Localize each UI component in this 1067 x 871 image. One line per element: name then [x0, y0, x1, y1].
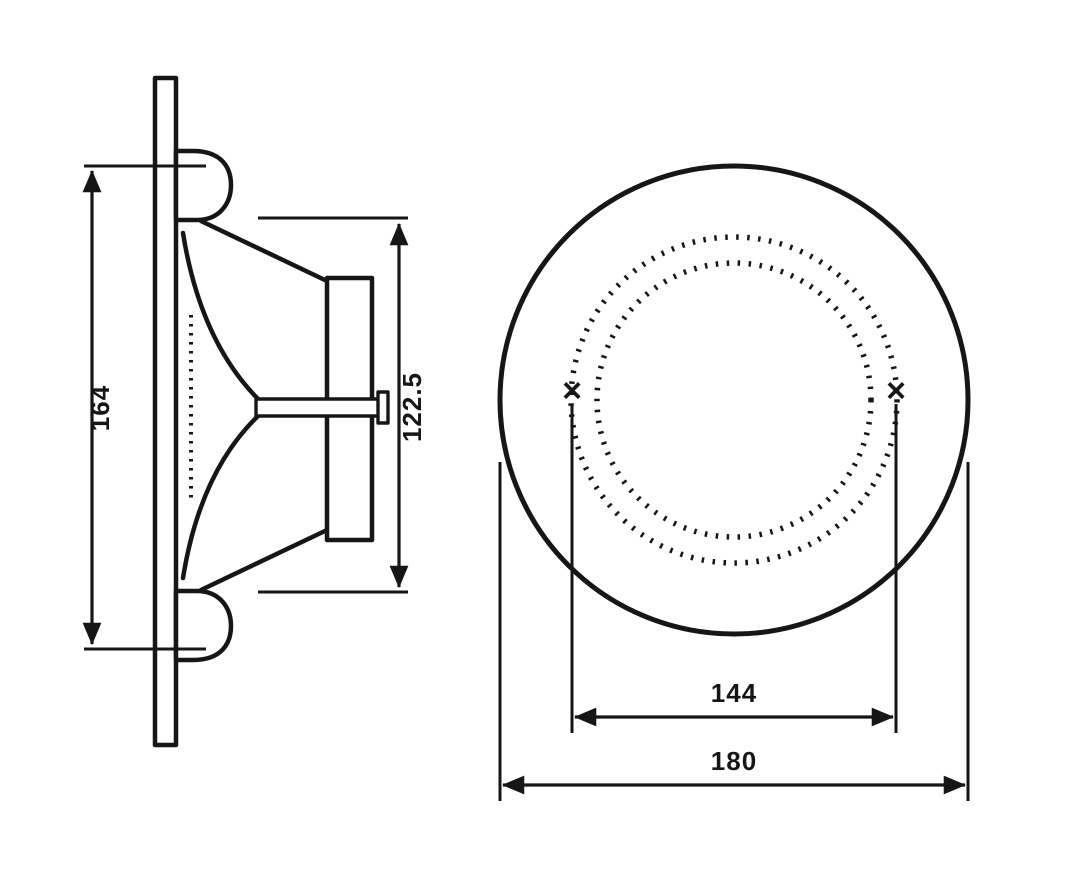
basket-bottom-line	[198, 527, 330, 593]
dimension-164: 164	[82, 164, 206, 651]
dimension-144: 144	[570, 404, 898, 733]
bottom-gasket	[173, 588, 234, 663]
dim-label-164: 164	[85, 385, 115, 431]
dimension-122-5: 122.5	[258, 216, 427, 594]
dimension-180: 180	[498, 462, 970, 801]
basket-top-line	[198, 218, 330, 284]
dim-label-144: 144	[711, 678, 757, 708]
dim-label-122-5: 122.5	[397, 372, 427, 442]
mounting-hole-marker-left: ×	[562, 372, 582, 410]
front-view: × ×	[497, 163, 971, 637]
cone-curve-top	[180, 230, 261, 402]
mounting-flange	[152, 75, 179, 748]
mounting-hole-marker-right: ×	[886, 372, 906, 410]
bolt-circle-dotted	[568, 234, 900, 566]
center-pole-cap	[376, 390, 390, 425]
center-pole	[254, 397, 384, 418]
side-view	[152, 75, 390, 748]
cone-curve-bottom	[180, 413, 261, 581]
dim-label-180: 180	[711, 746, 757, 776]
top-gasket	[173, 148, 234, 223]
cutout-circle-dotted	[594, 260, 874, 540]
